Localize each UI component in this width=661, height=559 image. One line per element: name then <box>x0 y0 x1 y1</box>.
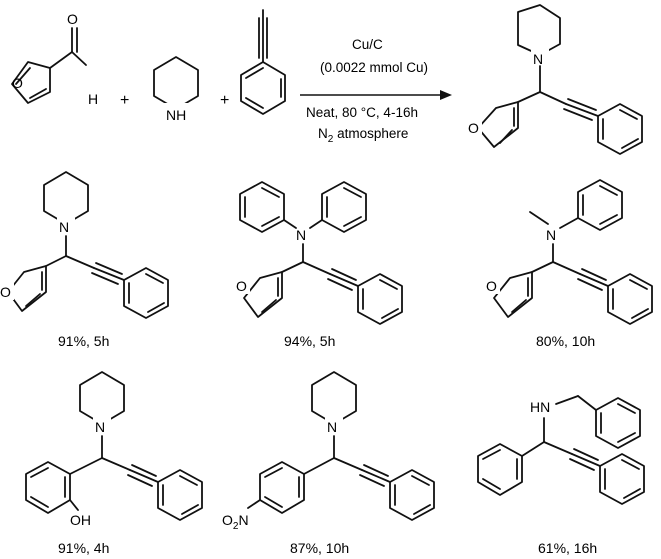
phenylacetylene-structure <box>240 9 286 115</box>
nitrogen-atom-label: N <box>533 51 543 67</box>
top-product-structure: N O <box>466 4 643 155</box>
catalyst-loading-label: (0.0022 mmol Cu) <box>320 60 428 75</box>
product-5-yield: 87%, 10h <box>290 540 349 556</box>
product-6-structure: HN <box>477 395 645 505</box>
carbonyl-oxygen-label: O <box>67 11 78 27</box>
nh-label: HN <box>530 399 550 415</box>
nitrogen-atom-label: N <box>59 219 69 235</box>
product-2-yield: 94%, 5h <box>284 333 335 349</box>
catalyst-label: Cu/C <box>352 37 383 52</box>
plus-sign: + <box>120 92 129 109</box>
nitrogen-atom-label: N <box>95 419 105 435</box>
oxygen-atom-label: O <box>468 120 479 136</box>
nh-label: NH <box>166 107 186 123</box>
atmosphere-label: N2 atmosphere <box>318 126 408 145</box>
oxygen-atom-label: O <box>236 278 247 294</box>
product-3-structure: N O <box>484 179 653 325</box>
product-1-structure: N O <box>0 171 169 319</box>
oxygen-atom-label: O <box>486 278 497 294</box>
product-4-structure: N OH <box>25 371 203 528</box>
conditions-label: Neat, 80 °C, 4-16h <box>306 105 418 120</box>
piperidine-structure: NH <box>153 56 199 123</box>
oxygen-atom-label: O <box>0 284 11 300</box>
oxygen-atom-label: O <box>12 75 23 91</box>
product-2-structure: N O <box>234 181 403 325</box>
reaction-arrow <box>300 90 452 100</box>
product-1-yield: 91%, 5h <box>58 333 109 349</box>
nitrogen-atom-label: N <box>296 227 306 243</box>
plus-sign: + <box>220 92 229 109</box>
product-3-yield: 80%, 10h <box>536 333 595 349</box>
nitro-group-label: O2N <box>222 512 249 532</box>
product-4-yield: 91%, 4h <box>58 540 109 556</box>
aldehyde-hydrogen-label: H <box>88 91 98 107</box>
nitrogen-atom-label: N <box>327 419 337 435</box>
furfural-structure: O O H <box>11 11 98 107</box>
nitrogen-atom-label: N <box>546 227 556 243</box>
product-6-yield: 61%, 16h <box>538 540 597 556</box>
hydroxyl-label: OH <box>70 512 91 528</box>
product-5-structure: N O2N <box>222 371 435 532</box>
